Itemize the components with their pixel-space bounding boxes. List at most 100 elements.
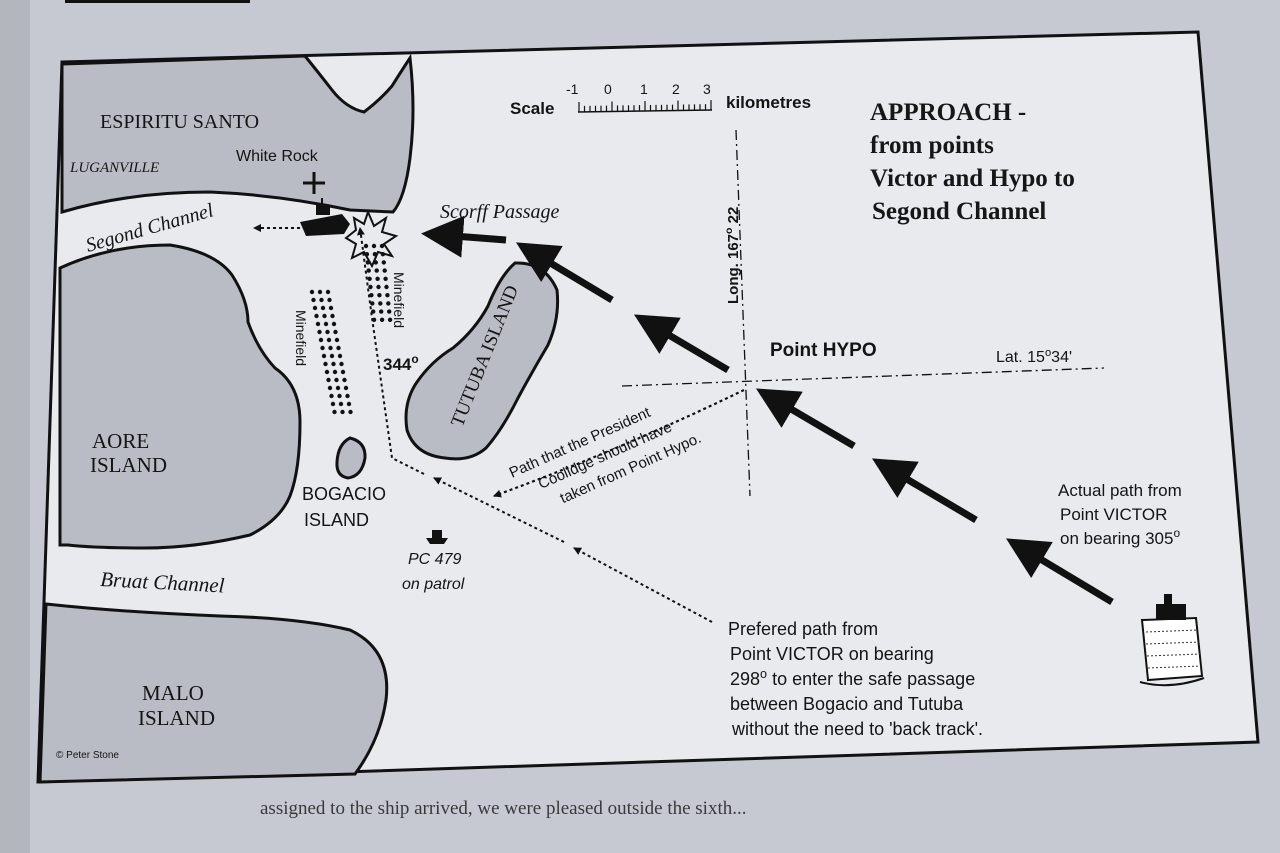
mine-dot [330,401,336,407]
luganville-label: LUGANVILLE [69,160,159,176]
mine-dot [334,337,340,343]
mine-dot [367,276,372,281]
point-hypo-label: Point HYPO [770,340,877,361]
mine-dot [323,321,329,327]
mine-dot [329,353,335,359]
scale-bar: Scale -1 0 1 2 3 kilometres [510,81,811,118]
white-rock-cross-icon [303,172,325,194]
mine-dot [318,337,324,343]
minefield-west [309,289,353,415]
book-text: assigned to the ship arrived, we were pl… [260,798,747,819]
mine-dot [331,361,336,367]
map-title: APPROACH - from points Victor and Hypo t… [870,99,1075,225]
mine-dot [368,284,373,290]
latitude-label: Lat. 15o34' [996,347,1072,366]
mine-dot [334,377,339,383]
latitude-line [621,367,1105,387]
liner-ship-icon [1139,594,1205,687]
patrol-label-2: on patrol [402,576,465,593]
mine-dot [319,297,324,303]
title-line-3: Victor and Hypo to [870,165,1075,192]
mine-dot [335,385,341,391]
mine-dot [324,369,330,375]
mine-dot [340,369,346,375]
mine-dot [325,289,331,295]
mine-dot [332,369,338,375]
bogacio-label-1: BOGACIO [302,484,386,504]
scale-tick-2: 2 [672,81,680,97]
malo-island [38,602,389,784]
mine-dot [387,309,392,314]
mine-dot [328,345,333,351]
mine-dot [330,313,335,319]
mine-dot [332,409,337,415]
mine-dot [365,260,370,265]
credit-label: © Peter Stone [56,750,119,761]
scale-unit: kilometres [726,93,811,112]
espiritu-santo-label: ESPIRITU SANTO [100,111,259,133]
mine-dot [325,329,330,335]
mine-dot [363,243,369,249]
actual-path-line-1: Actual path from [1058,481,1182,500]
malo-label-1: MALO [142,681,204,705]
mine-dot [374,268,379,273]
aore-label-1: AORE [92,429,149,453]
mine-dot [326,377,331,383]
title-line-4: Segond Channel [872,198,1046,225]
mine-dot [317,289,323,295]
mine-dot [327,297,332,303]
bogacio-island [335,436,367,480]
mine-dot [337,353,343,359]
bogacio-label-2: ISLAND [304,510,369,530]
minefield-label-east: Minefield [391,272,407,328]
title-line-2: from points [870,132,994,159]
mine-dot [373,260,378,265]
patrol-label-1: PC 479 [408,551,461,568]
longitude-label: Long. 167o 22 [723,207,742,304]
mine-dot [366,268,371,273]
longitude-line [735,129,751,497]
mine-dot [372,252,378,257]
malo-label-2: ISLAND [138,706,215,730]
preferred-line-2: Point VICTOR on bearing [730,644,934,664]
preferred-line-4: between Bogacio and Tutuba [730,694,964,714]
scale-tick-1: 1 [640,81,648,97]
mine-dot [327,385,333,391]
mine-dot [309,289,315,295]
mine-dot [370,301,375,306]
mine-dot [385,293,390,298]
minefield-label-west: Minefield [293,310,309,366]
bearing-344-label: 344o [383,352,419,374]
mine-dot [345,393,350,399]
mine-dot [379,243,385,249]
actual-path-arrows [421,215,1114,606]
mine-dot [348,409,353,415]
mine-dot [317,329,322,335]
mine-dot [383,276,388,281]
title-line-1: APPROACH - [870,99,1026,126]
aore-island [58,243,302,550]
actual-path-line-3: on bearing 305o [1060,526,1180,548]
aore-label-2: ISLAND [90,453,167,477]
mine-dot [314,313,319,319]
mine-dot [342,377,347,383]
patrol-boat-icon [426,530,448,544]
mine-dot [322,313,327,319]
mine-dot [340,409,345,415]
mine-dot [384,284,389,290]
scale-tick-0: 0 [604,81,612,97]
explosion-icon [344,209,399,269]
preferred-path [253,224,713,623]
mine-dot [337,393,342,399]
preferred-line-1: Prefered path from [728,619,878,639]
mine-dot [315,321,321,327]
scale-tick-3: 3 [703,81,711,97]
mine-dot [336,345,341,351]
mine-dot [386,301,391,306]
mine-dot [381,260,386,265]
mine-dot [321,353,327,359]
mine-dot [379,317,385,322]
mine-dot [343,385,349,391]
mine-dot [339,361,344,367]
